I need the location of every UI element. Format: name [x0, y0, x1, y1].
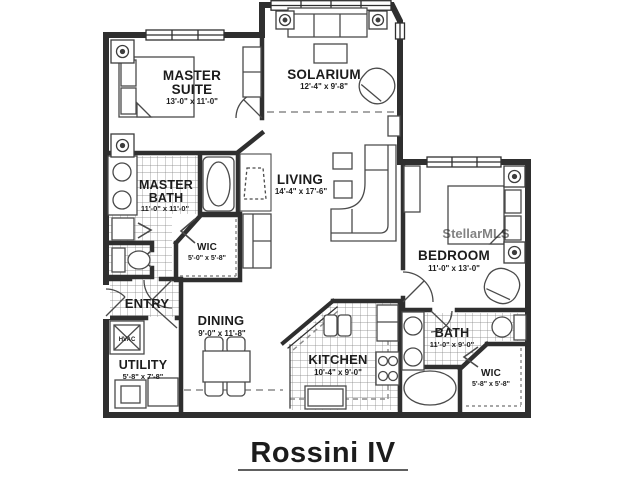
bath-label: BATH: [435, 326, 470, 340]
master-bath-label-1: MASTER: [139, 178, 193, 192]
watermark-text: StellarMLS: [442, 226, 510, 241]
solarium-side-window: [394, 22, 406, 40]
kitchen-dims: 10'-4" x 9'-0": [314, 368, 362, 377]
living-desk-nook: [239, 153, 272, 212]
interior-walls: [103, 32, 531, 415]
hvac-label: HVAC: [119, 337, 136, 343]
master-bath-dims: 11'-0" x 11'-0": [141, 204, 190, 213]
solarium-coffee-table: [313, 43, 348, 64]
utility-label: UTILITY: [119, 358, 168, 372]
dining-label: DINING: [198, 313, 245, 328]
hall-door-chevron: [137, 222, 153, 239]
speaker-icon: [503, 241, 526, 264]
master-bath-cabinet: [111, 217, 135, 241]
bedroom-door-arc: [402, 271, 434, 303]
bedroom-window: [426, 156, 502, 168]
solarium-chair: [358, 67, 396, 105]
plan-title: Rossini IV: [238, 437, 408, 471]
utility-door-leaf: [146, 300, 178, 329]
dining-dims: 9'-0" x 11'-8": [198, 329, 246, 338]
bedroom-bed: [447, 185, 505, 245]
master-suite-window: [145, 29, 225, 41]
kitchen-label: KITCHEN: [308, 352, 367, 367]
master-bath-label-2: BATH: [149, 191, 184, 205]
bedroom-nightstand-2: [504, 215, 522, 241]
dining-set: [202, 336, 251, 397]
washer: [114, 379, 147, 409]
wic-bedroom-door-chevron: [462, 346, 479, 368]
solarium-dims: 12'-4" x 9'-8": [300, 82, 348, 91]
bedroom-chair: [483, 267, 521, 305]
living-plant-stand: [387, 115, 401, 137]
wic-bedroom-label: WIC: [481, 368, 501, 379]
kitchen-bar-counter: [280, 298, 336, 346]
dining-table: [202, 350, 251, 383]
hall-cabinet: [242, 213, 272, 269]
bedroom-dresser: [403, 165, 421, 213]
wic-master-label: WIC: [197, 242, 217, 253]
hall-door-arc: [143, 279, 173, 309]
bedroom-dims: 11'-0" x 13'-0": [428, 264, 480, 273]
wic-master-dims: 5'-0" x 5'-8": [188, 255, 226, 262]
dryer: [147, 377, 179, 407]
wic-master-door-chevron: [179, 218, 196, 244]
entry-label: ENTRY: [125, 296, 170, 311]
plan-title-text: Rossini IV: [250, 437, 395, 469]
solarium-label: SOLARIUM: [287, 67, 361, 82]
walls: [102, 2, 531, 418]
solarium-sofa: [287, 7, 368, 38]
master-suite-dresser: [242, 46, 262, 98]
master-suite-label-1: MASTER: [163, 68, 221, 83]
refrigerator: [304, 385, 347, 410]
speaker-icons: [110, 10, 526, 264]
kitchen-counter-edge: [287, 306, 338, 409]
master-suite-bed: [118, 56, 195, 118]
bath-dims: 11'-0" x 9'-0": [430, 340, 475, 349]
master-suite-label-2: SUITE: [172, 82, 213, 97]
speaker-icon: [368, 10, 388, 30]
living-dims: 14'-4" x 17'-6": [275, 187, 328, 196]
bath-door-arc: [430, 310, 453, 333]
utility-dims: 5'-8" x 7'-8": [123, 372, 164, 381]
entry-door-arc: [105, 288, 126, 317]
bath-vanity: [401, 311, 425, 371]
furniture: [107, 7, 527, 410]
wic-bedroom-shelves: [466, 348, 522, 407]
master-suite-dims: 13'-0" x 11'-0": [166, 97, 218, 106]
bath-tub: [403, 370, 457, 406]
hvac-closet: [109, 320, 145, 355]
room-labels: MASTER SUITE 13'-0" x 11'-0" SOLARIUM 12…: [119, 67, 510, 388]
speaker-icon: [503, 165, 526, 188]
speaker-icon: [275, 10, 295, 30]
wic-bedroom-dims: 5'-8" x 5'-8": [472, 381, 510, 388]
speaker-icon: [110, 39, 135, 64]
living-sectional-sofa: [330, 144, 397, 242]
exterior-walls: [103, 2, 531, 418]
bath-toilet: [491, 314, 527, 341]
tile-floors: [108, 156, 526, 410]
living-label: LIVING: [277, 172, 323, 187]
master-bath-tub: [202, 156, 235, 212]
master-bath-vanity: [107, 155, 138, 216]
living-side-table-1: [332, 152, 353, 170]
kitchen-counter-cabinet: [376, 304, 399, 342]
speaker-icon: [110, 133, 135, 158]
kitchen-sink: [323, 314, 352, 337]
bedroom-nightstand-1: [504, 189, 522, 214]
bedroom-label: BEDROOM: [418, 248, 490, 263]
master-toilet: [111, 247, 151, 273]
living-side-table-2: [333, 180, 353, 199]
stove: [375, 351, 400, 386]
